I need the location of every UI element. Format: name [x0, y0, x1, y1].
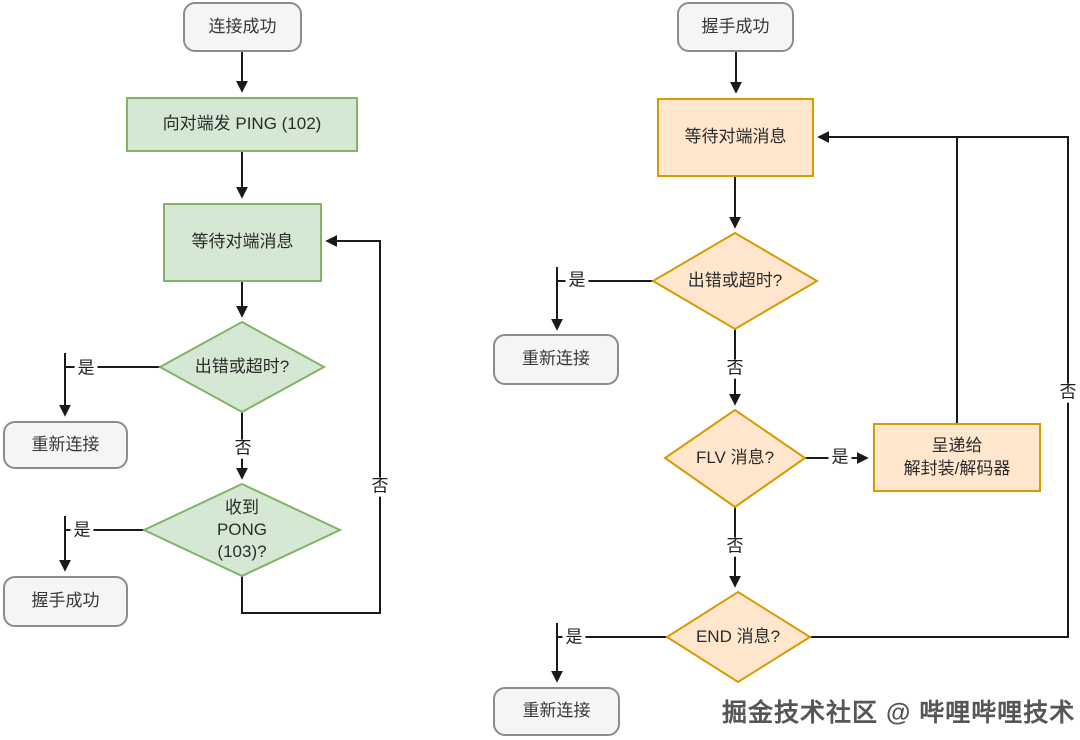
- node-right-wait-message: 等待对端消息: [657, 98, 814, 177]
- edge-label-left-error-no: 否: [231, 439, 255, 459]
- edge-label-right-error-no: 否: [723, 359, 747, 379]
- node-left-reconnect: 重新连接: [3, 421, 128, 469]
- node-right-deliver-decoder: 呈递给 解封装/解码器: [873, 423, 1041, 492]
- edge-label-left-pong-no: 否: [368, 477, 392, 497]
- node-right-reconnect-top: 重新连接: [493, 334, 619, 385]
- diamond-left-pong-received: [141, 482, 343, 578]
- edge-left-pong-no-loop: [241, 235, 381, 614]
- watermark-text: 掘金技术社区 @ 哔哩哔哩技术: [722, 699, 1076, 727]
- edge-label-right-flv-no: 否: [723, 537, 747, 557]
- edge-label-right-end-no: 否: [1056, 383, 1080, 403]
- diamond-right-error-timeout: [651, 231, 819, 331]
- diamond-right-end-message: [665, 590, 812, 684]
- node-right-reconnect-bottom: 重新连接: [493, 687, 620, 736]
- edge-right-end-no-loop: [810, 131, 1069, 638]
- node-left-send-ping: 向对端发 PING (102): [126, 97, 358, 152]
- edge-label-left-error-yes: 是: [74, 359, 98, 379]
- node-left-handshake-success: 握手成功: [3, 576, 128, 627]
- edge-label-right-error-yes: 是: [565, 271, 589, 291]
- node-right-start: 握手成功: [677, 2, 794, 52]
- edge-label-left-pong-yes: 是: [70, 521, 94, 541]
- edge-label-right-end-yes: 是: [562, 628, 586, 648]
- edge-label-right-flv-yes: 是: [828, 448, 852, 468]
- node-left-wait-message: 等待对端消息: [163, 203, 322, 282]
- diamond-left-error-timeout: [157, 320, 327, 414]
- node-left-start: 连接成功: [183, 2, 302, 52]
- diamond-right-flv-message: [663, 408, 807, 509]
